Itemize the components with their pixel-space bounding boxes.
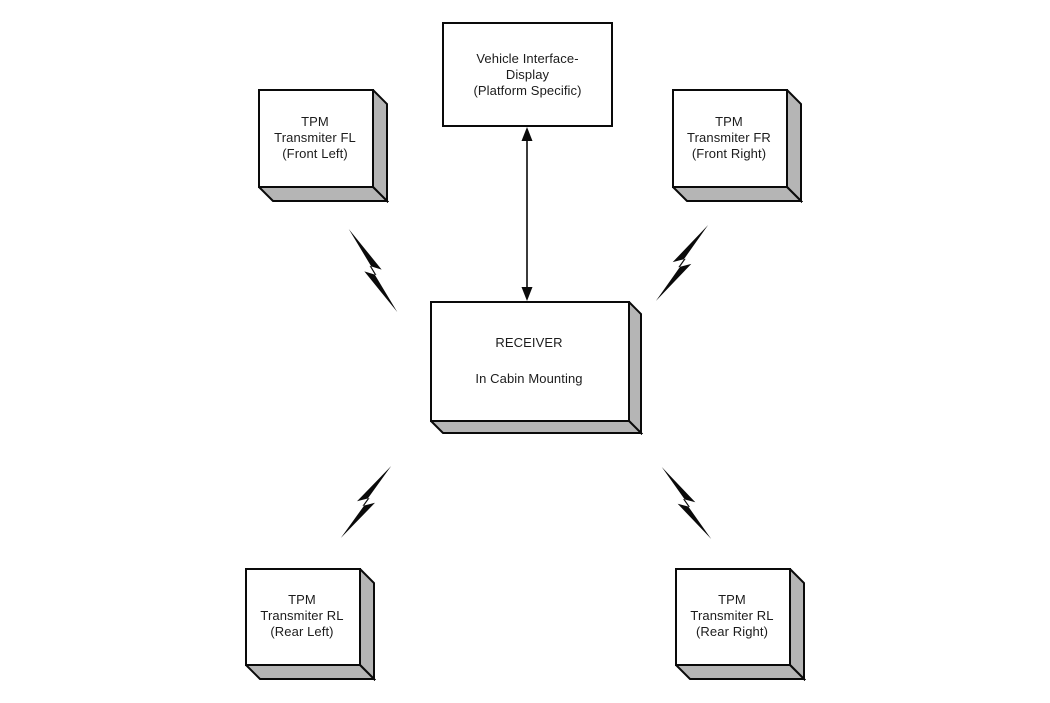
box-3d-shape xyxy=(675,568,806,681)
node-tpm-transmitter-front-left: TPM Transmiter FL (Front Left) xyxy=(258,89,389,203)
rf-link-lightning-bolt-icon-front-left xyxy=(347,229,399,312)
node-label-line: (Rear Left) xyxy=(270,624,334,639)
node-label-line: Vehicle Interface- xyxy=(476,50,579,66)
node-label-line: TPM xyxy=(288,592,316,607)
node-label: TPM Transmiter RL (Rear Left) xyxy=(245,568,359,664)
rf-link-lightning-bolt-icon-rear-left xyxy=(339,466,393,538)
arrowhead-down-icon xyxy=(521,287,533,301)
node-receiver: RECEIVER In Cabin Mounting xyxy=(430,301,643,435)
node-label-line: Transmiter RL xyxy=(690,608,774,623)
node-label: TPM Transmiter FL (Front Left) xyxy=(258,89,372,186)
node-label-line: Display xyxy=(505,66,550,82)
node-label-line: Transmiter RL xyxy=(260,608,344,623)
arrowhead-up-icon xyxy=(521,127,533,141)
node-vehicle-interface-display: Vehicle Interface- Display (Platform Spe… xyxy=(442,22,613,127)
node-label-line: TPM xyxy=(718,592,746,607)
node-tpm-transmitter-rear-right: TPM Transmiter RL (Rear Right) xyxy=(675,568,806,681)
node-label: TPM Transmiter RL (Rear Right) xyxy=(675,568,789,664)
node-label-line: TPM xyxy=(715,113,743,129)
display-receiver-bidirectional-arrow xyxy=(521,127,533,301)
node-label: RECEIVER In Cabin Mounting xyxy=(430,301,628,420)
node-tpm-transmitter-rear-left: TPM Transmiter RL (Rear Left) xyxy=(245,568,376,681)
rf-link-lightning-bolt-icon-front-right xyxy=(654,225,710,301)
node-label-line: (Front Right) xyxy=(691,145,767,161)
box-3d-shape xyxy=(258,89,389,203)
node-label-line: In Cabin Mounting xyxy=(475,370,583,386)
node-label-line: (Front Left) xyxy=(282,145,348,161)
node-label-line: TPM xyxy=(301,113,329,129)
box-3d-shape xyxy=(245,568,376,681)
rf-link-lightning-bolt-icon-rear-right xyxy=(660,467,713,539)
node-label-line: (Rear Right) xyxy=(696,624,768,639)
node-label-line: (Platform Specific) xyxy=(473,82,582,98)
node-label-line: Transmiter FL xyxy=(274,129,356,145)
node-label-line: RECEIVER xyxy=(495,334,563,350)
node-label: TPM Transmiter FR (Front Right) xyxy=(672,89,786,186)
node-label-line: Transmiter FR xyxy=(687,129,771,145)
box-3d-shape xyxy=(430,301,643,435)
node-tpm-transmitter-front-right: TPM Transmiter FR (Front Right) xyxy=(672,89,803,203)
box-3d-shape xyxy=(672,89,803,203)
node-label: Vehicle Interface- Display (Platform Spe… xyxy=(444,24,611,125)
